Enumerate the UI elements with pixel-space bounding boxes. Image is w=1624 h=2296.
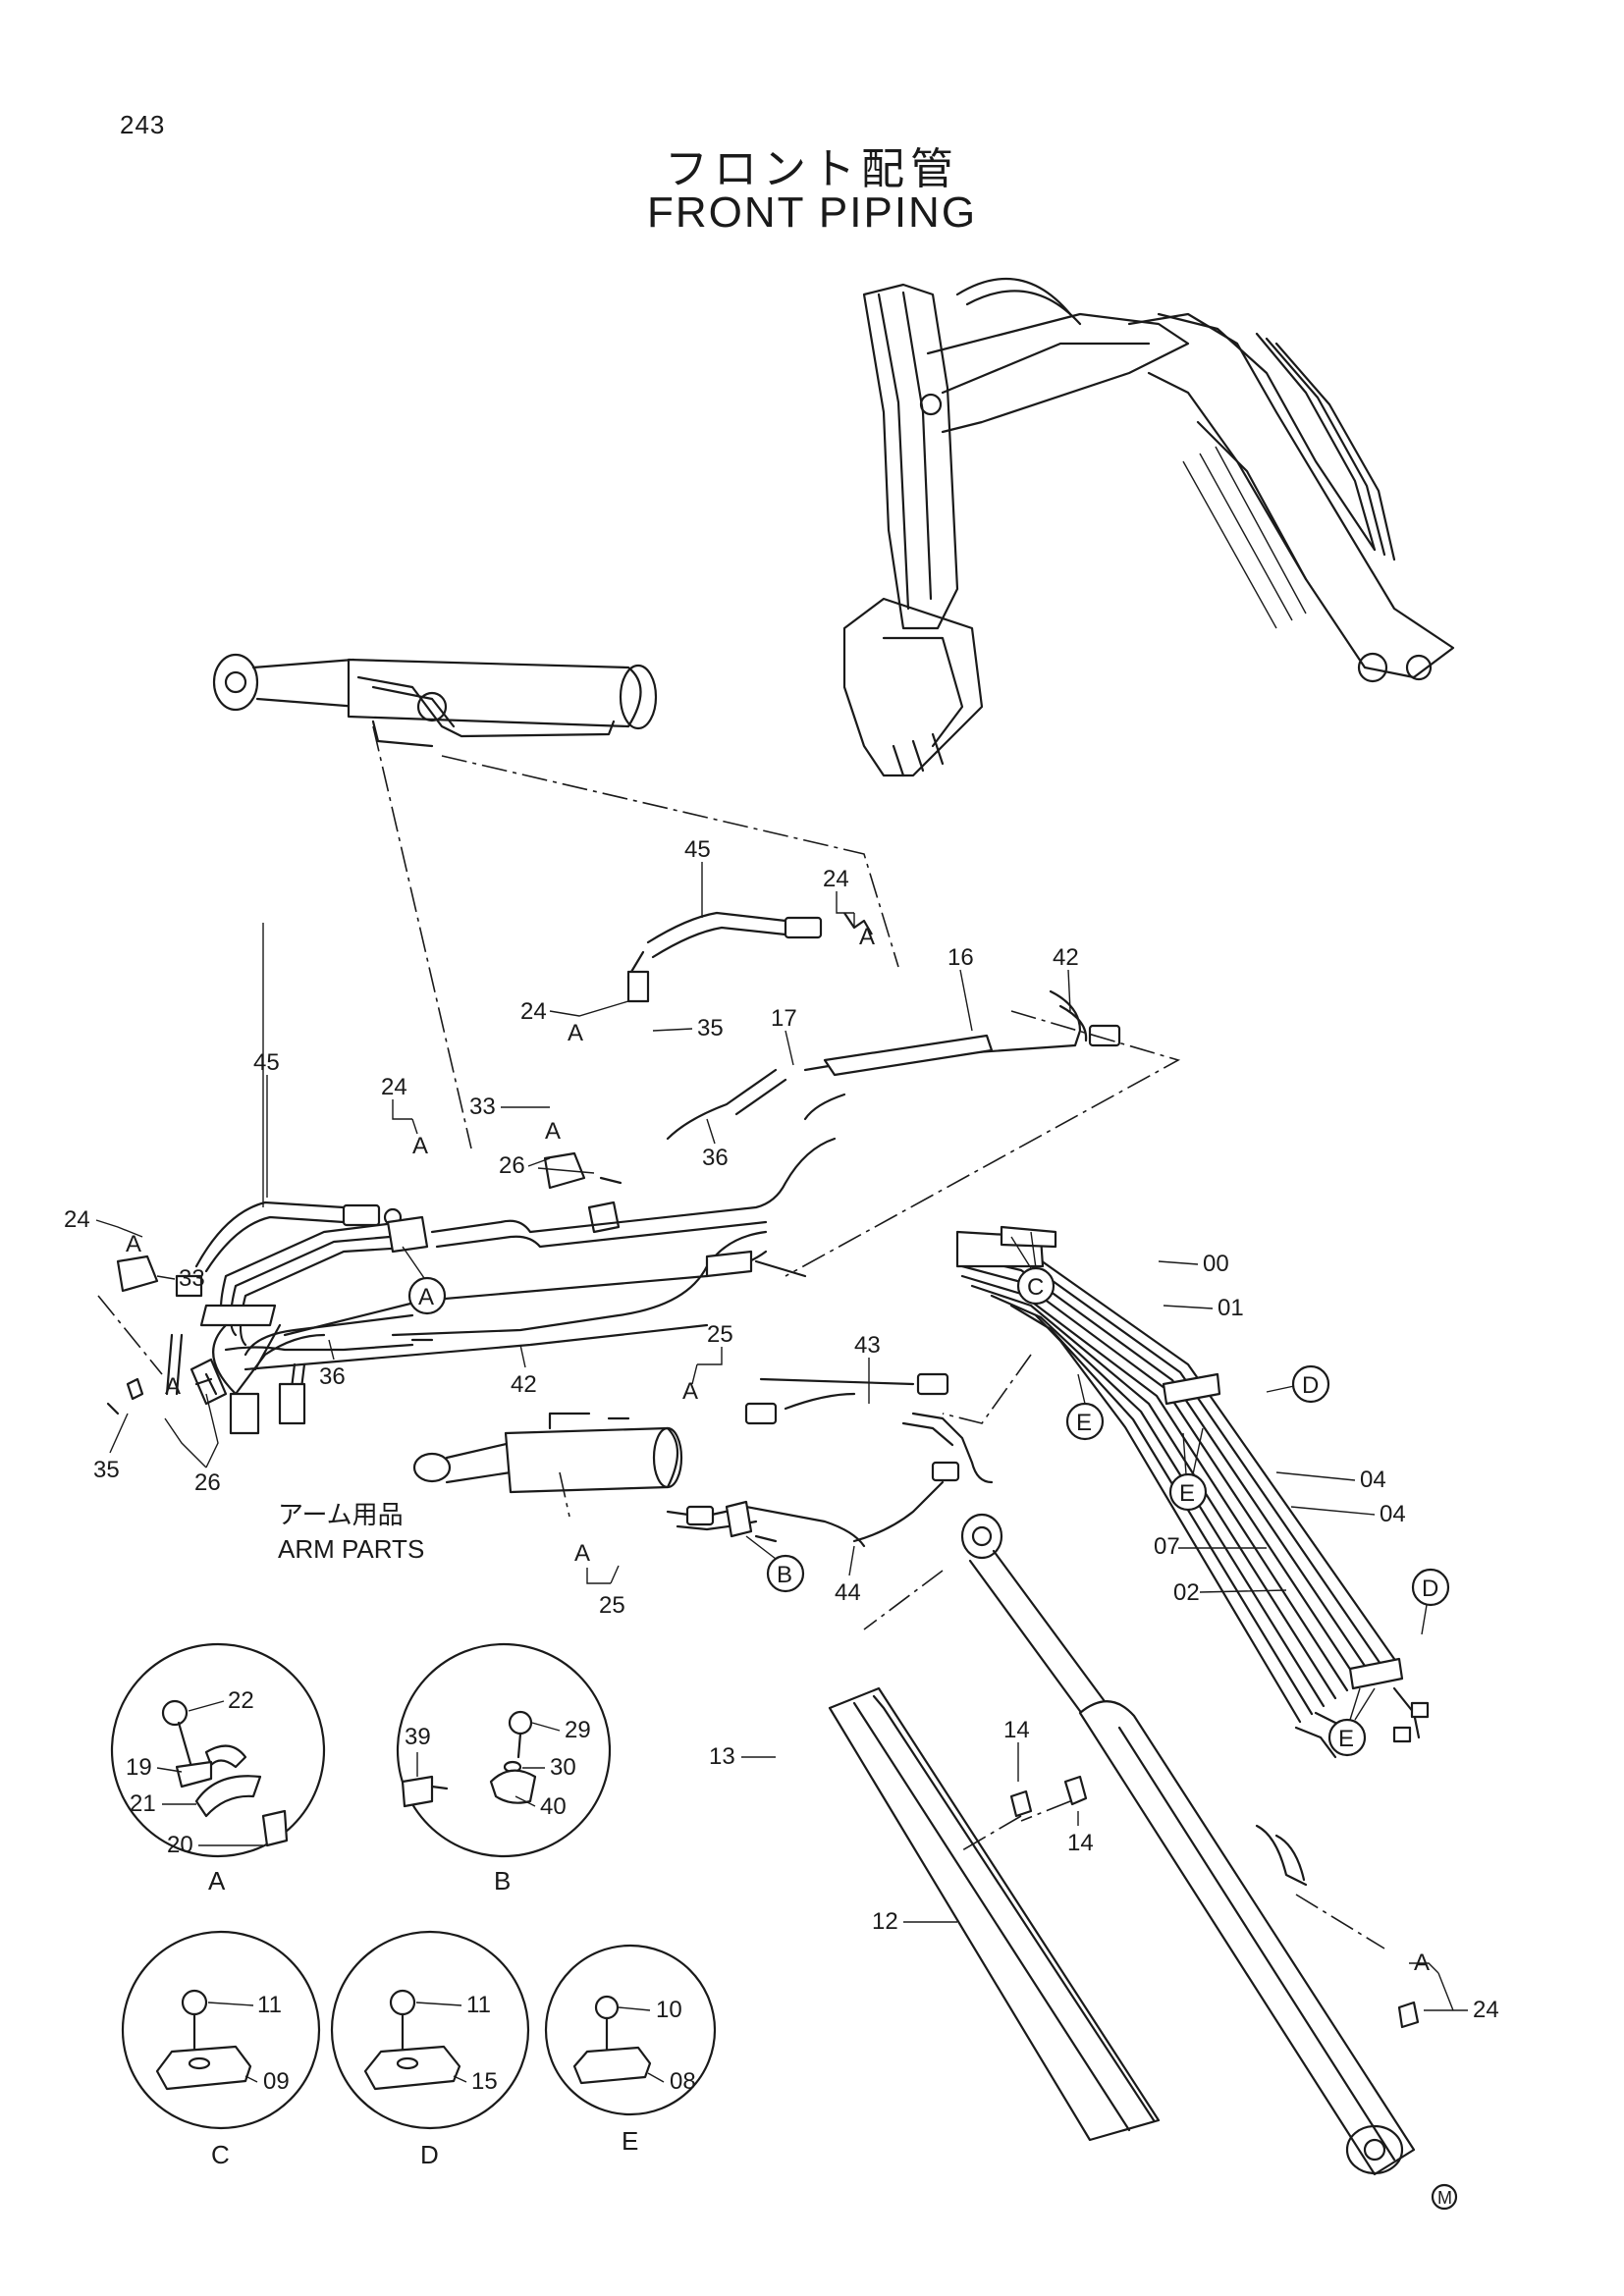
detail-part-number: 22: [228, 1687, 254, 1714]
callout: A: [574, 1540, 590, 1567]
detail-c: 11 09 C: [121, 1930, 321, 2169]
detail-part-number: 10: [656, 1997, 682, 2023]
detail-b: 39 29 30 40 B: [396, 1642, 612, 1896]
callout: 00: [1203, 1251, 1229, 1277]
detail-part-number: 11: [257, 1992, 282, 2018]
callout: 36: [319, 1363, 346, 1390]
callout: 25: [599, 1592, 625, 1619]
arm-piping-illustration: [106, 1137, 837, 1435]
callout: A: [568, 1020, 583, 1046]
detail-label: C: [211, 2140, 230, 2169]
marker: C: [1027, 1274, 1044, 1301]
callout: 35: [93, 1457, 120, 1483]
circle-markers: A C D E E B D E: [402, 1231, 1450, 1757]
boom-piping-illustration: [543, 911, 1121, 1234]
callout: 25: [707, 1321, 733, 1348]
page-number: 243: [120, 110, 166, 139]
callout: 14: [1067, 1830, 1094, 1856]
callout: 43: [854, 1332, 881, 1359]
detail-part-number: 15: [471, 2068, 498, 2095]
detail-label: A: [208, 1866, 226, 1896]
marker: B: [777, 1562, 792, 1588]
detail-a: 22 19 21 20 A: [110, 1642, 326, 1896]
callout: 35: [697, 1015, 724, 1041]
callout: 07: [1154, 1533, 1180, 1560]
boom-tube-bundle-illustration: [955, 1225, 1430, 1759]
callout: 12: [872, 1908, 898, 1935]
callout: A: [165, 1373, 181, 1400]
arm-parts-note: アーム用品 ARM PARTS: [278, 1501, 424, 1564]
detail-part-number: 39: [405, 1724, 431, 1750]
callout: 04: [1380, 1501, 1406, 1527]
callout: 45: [253, 1049, 280, 1076]
corner-mark-letter: M: [1437, 2188, 1452, 2208]
detail-label: B: [494, 1866, 511, 1896]
detail-part-number: 40: [540, 1793, 567, 1820]
callout: A: [859, 924, 875, 950]
callout: 14: [1003, 1717, 1030, 1743]
detail-part-number: 09: [263, 2068, 290, 2095]
detail-d: 11 15 D: [330, 1930, 530, 2169]
title-japanese: フロント配管: [665, 144, 959, 194]
callout: 16: [947, 944, 974, 971]
callout: A: [412, 1133, 428, 1159]
callout: 24: [1473, 1997, 1499, 2023]
callout: 42: [511, 1371, 537, 1398]
callout: 24: [823, 866, 849, 892]
detail-part-number: 30: [550, 1754, 576, 1781]
marker: E: [1338, 1726, 1354, 1752]
detail-e: 10 08 E: [544, 1944, 717, 2156]
detail-part-number: 08: [670, 2068, 696, 2095]
callout: 45: [684, 836, 711, 863]
arm-parts-japanese: アーム用品: [278, 1501, 404, 1530]
callout: A: [126, 1231, 141, 1257]
detail-label: E: [622, 2126, 638, 2156]
callout: 04: [1360, 1467, 1386, 1493]
boom-cylinder-illustration: [212, 653, 658, 748]
marker: D: [1422, 1575, 1438, 1602]
callout: 17: [771, 1005, 797, 1032]
detail-part-number: 11: [466, 1992, 491, 2018]
callout: 26: [499, 1152, 525, 1179]
callout: A: [545, 1118, 561, 1145]
callout: 24: [64, 1206, 90, 1233]
callout: 24: [520, 998, 547, 1025]
marker: D: [1302, 1372, 1319, 1399]
callout: 01: [1218, 1295, 1244, 1321]
part-callouts: 45 24 A 24 A 35 16 42 17 33 A 26 36 45 2…: [64, 836, 1499, 2023]
detail-label: D: [420, 2140, 439, 2169]
title-english: FRONT PIPING: [646, 188, 978, 237]
corner-mark: M: [1431, 2183, 1458, 2211]
excavator-overview-illustration: [842, 277, 1455, 777]
detail-part-number: 20: [167, 1832, 193, 1858]
callout: 02: [1173, 1579, 1200, 1606]
arm-cylinder-illustration: [412, 1372, 994, 1548]
callout: 36: [702, 1145, 729, 1171]
detail-part-number: 21: [130, 1790, 156, 1817]
arm-parts-english: ARM PARTS: [278, 1534, 424, 1564]
detail-part-number: 29: [565, 1717, 591, 1743]
callout: 33: [179, 1265, 205, 1292]
callout: 24: [381, 1074, 407, 1100]
marker: E: [1076, 1410, 1092, 1436]
detail-part-number: 19: [126, 1754, 152, 1781]
callout: 44: [835, 1579, 861, 1606]
callout: 33: [469, 1094, 496, 1120]
marker: E: [1179, 1480, 1195, 1507]
leader-lines: [97, 725, 1385, 1949]
lower-cylinder-illustration: [828, 1513, 1420, 2176]
callout: 13: [709, 1743, 735, 1770]
callout: A: [682, 1378, 698, 1405]
marker: A: [418, 1284, 434, 1310]
callout: 42: [1053, 944, 1079, 971]
callout: 26: [194, 1469, 221, 1496]
